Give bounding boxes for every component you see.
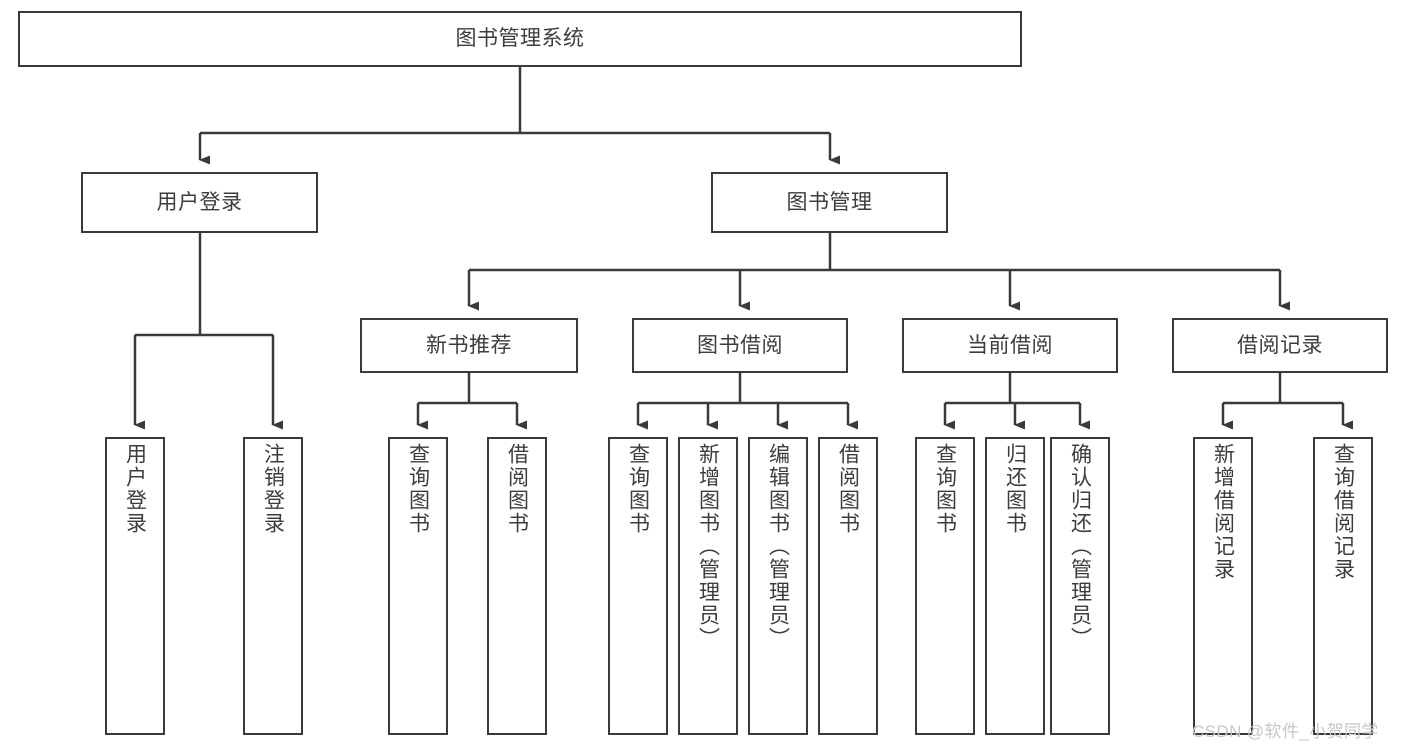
node-label-leaf-query-book-borrow: 查询图书	[626, 443, 650, 535]
node-label-leaf-query-book-rec: 查询图书	[406, 443, 430, 535]
node-label-leaf-borrow-book-rec: 借阅图书	[505, 443, 529, 535]
node-leaf-user-login[interactable]: 用户登录	[105, 437, 165, 735]
node-label-user-login: 用户登录	[156, 190, 243, 214]
node-current-borrow[interactable]: 当前借阅	[902, 318, 1118, 373]
node-label-leaf-edit-book-admin: 编辑图书（管理员）	[766, 443, 790, 650]
node-leaf-query-book-rec[interactable]: 查询图书	[388, 437, 448, 735]
node-book-borrow[interactable]: 图书借阅	[632, 318, 848, 373]
node-leaf-query-borrow-record[interactable]: 查询借阅记录	[1313, 437, 1373, 735]
node-leaf-logout[interactable]: 注销登录	[243, 437, 303, 735]
node-label-new-book-recommend: 新书推荐	[426, 333, 512, 357]
node-label-leaf-confirm-return-admin: 确认归还（管理员）	[1068, 443, 1092, 650]
node-leaf-query-book-current[interactable]: 查询图书	[915, 437, 975, 735]
node-leaf-confirm-return-admin[interactable]: 确认归还（管理员）	[1050, 437, 1110, 735]
node-leaf-return-book[interactable]: 归还图书	[985, 437, 1045, 735]
node-leaf-borrow-book[interactable]: 借阅图书	[818, 437, 878, 735]
node-label-book-management: 图书管理	[786, 190, 873, 214]
edge-paths	[133, 67, 1353, 430]
node-label-leaf-borrow-book: 借阅图书	[836, 443, 860, 535]
node-label-leaf-add-borrow-record: 新增借阅记录	[1211, 443, 1235, 581]
node-label-leaf-logout: 注销登录	[261, 443, 285, 535]
node-borrow-record[interactable]: 借阅记录	[1172, 318, 1388, 373]
node-label-leaf-query-book-current: 查询图书	[933, 443, 957, 535]
node-leaf-edit-book-admin[interactable]: 编辑图书（管理员）	[748, 437, 808, 735]
node-label-leaf-user-login: 用户登录	[123, 443, 147, 535]
node-leaf-add-borrow-record[interactable]: 新增借阅记录	[1193, 437, 1253, 735]
node-new-book-recommend[interactable]: 新书推荐	[360, 318, 578, 373]
node-leaf-borrow-book-rec[interactable]: 借阅图书	[487, 437, 547, 735]
node-label-leaf-return-book: 归还图书	[1003, 443, 1027, 535]
node-label-book-borrow: 图书借阅	[697, 333, 783, 357]
node-label-leaf-add-book-admin: 新增图书（管理员）	[696, 443, 720, 650]
node-leaf-query-book-borrow[interactable]: 查询图书	[608, 437, 668, 735]
node-label-root: 图书管理系统	[455, 27, 585, 51]
node-root[interactable]: 图书管理系统	[18, 11, 1022, 67]
node-label-borrow-record: 借阅记录	[1237, 333, 1323, 357]
node-user-login[interactable]: 用户登录	[81, 172, 318, 233]
node-label-leaf-query-borrow-record: 查询借阅记录	[1331, 443, 1355, 581]
node-book-management[interactable]: 图书管理	[711, 172, 948, 233]
node-leaf-add-book-admin[interactable]: 新增图书（管理员）	[678, 437, 738, 735]
node-label-current-borrow: 当前借阅	[967, 333, 1053, 357]
